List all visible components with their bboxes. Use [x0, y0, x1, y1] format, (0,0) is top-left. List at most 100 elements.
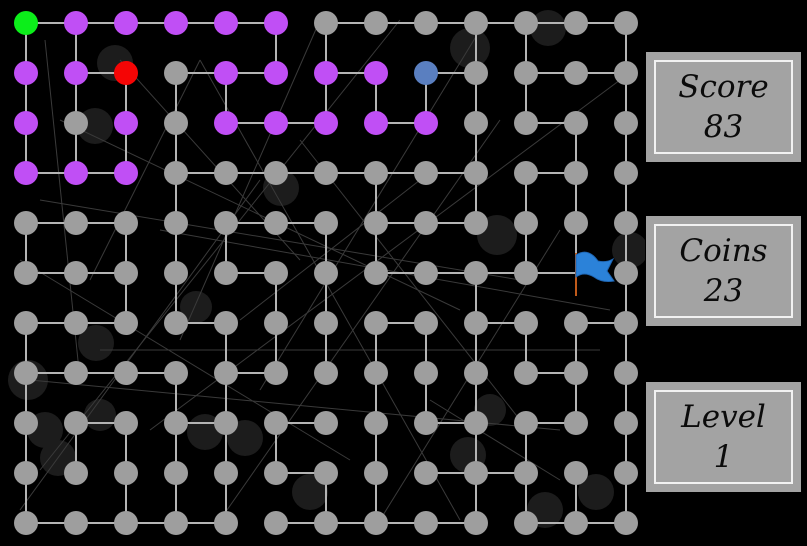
maze-node[interactable]: [614, 311, 638, 335]
start-node[interactable]: [14, 11, 38, 35]
path-node[interactable]: [264, 11, 288, 35]
maze-node[interactable]: [414, 361, 438, 385]
path-node[interactable]: [64, 161, 88, 185]
maze-node[interactable]: [64, 111, 88, 135]
maze-node[interactable]: [514, 211, 538, 235]
maze-node[interactable]: [364, 511, 388, 535]
path-node[interactable]: [114, 111, 138, 135]
path-node[interactable]: [114, 161, 138, 185]
path-node[interactable]: [64, 61, 88, 85]
maze-node[interactable]: [14, 411, 38, 435]
maze-node[interactable]: [114, 261, 138, 285]
maze-node[interactable]: [64, 261, 88, 285]
maze-node[interactable]: [114, 361, 138, 385]
maze-node[interactable]: [64, 211, 88, 235]
maze-node[interactable]: [264, 261, 288, 285]
maze-node[interactable]: [214, 261, 238, 285]
maze-node[interactable]: [214, 461, 238, 485]
maze-node[interactable]: [64, 511, 88, 535]
target-node[interactable]: [414, 61, 438, 85]
maze-node[interactable]: [564, 361, 588, 385]
path-node[interactable]: [14, 111, 38, 135]
maze-node[interactable]: [464, 261, 488, 285]
maze-node[interactable]: [264, 211, 288, 235]
maze-node[interactable]: [514, 261, 538, 285]
maze-node[interactable]: [614, 61, 638, 85]
maze-node[interactable]: [414, 211, 438, 235]
maze-node[interactable]: [264, 511, 288, 535]
maze-node[interactable]: [364, 11, 388, 35]
maze-node[interactable]: [164, 261, 188, 285]
maze-node[interactable]: [64, 361, 88, 385]
path-node[interactable]: [314, 111, 338, 135]
path-node[interactable]: [214, 61, 238, 85]
game-board[interactable]: [0, 0, 645, 546]
maze-node[interactable]: [564, 161, 588, 185]
maze-node[interactable]: [214, 211, 238, 235]
maze-node[interactable]: [614, 361, 638, 385]
maze-node[interactable]: [464, 111, 488, 135]
maze-node[interactable]: [214, 361, 238, 385]
maze-node[interactable]: [564, 511, 588, 535]
maze-node[interactable]: [364, 461, 388, 485]
maze-node[interactable]: [614, 511, 638, 535]
maze-node[interactable]: [414, 311, 438, 335]
maze-node[interactable]: [364, 161, 388, 185]
maze-node[interactable]: [114, 311, 138, 335]
maze-node[interactable]: [114, 411, 138, 435]
maze-node[interactable]: [264, 411, 288, 435]
maze-node[interactable]: [314, 461, 338, 485]
maze-node[interactable]: [614, 161, 638, 185]
maze-node[interactable]: [514, 61, 538, 85]
maze-node[interactable]: [64, 461, 88, 485]
maze-node[interactable]: [314, 261, 338, 285]
maze-node[interactable]: [314, 311, 338, 335]
maze-node[interactable]: [214, 161, 238, 185]
maze-node[interactable]: [314, 11, 338, 35]
maze-node[interactable]: [314, 211, 338, 235]
path-node[interactable]: [64, 11, 88, 35]
maze-node[interactable]: [514, 461, 538, 485]
maze-node[interactable]: [514, 311, 538, 335]
maze-node[interactable]: [114, 511, 138, 535]
path-node[interactable]: [164, 11, 188, 35]
maze-node[interactable]: [514, 161, 538, 185]
path-node[interactable]: [114, 11, 138, 35]
maze-node[interactable]: [164, 461, 188, 485]
maze-node[interactable]: [414, 511, 438, 535]
maze-node[interactable]: [514, 411, 538, 435]
maze-node[interactable]: [314, 511, 338, 535]
maze-node[interactable]: [64, 311, 88, 335]
maze-node[interactable]: [14, 461, 38, 485]
maze-node[interactable]: [564, 461, 588, 485]
maze-node[interactable]: [464, 311, 488, 335]
maze-node[interactable]: [414, 411, 438, 435]
maze-node[interactable]: [414, 11, 438, 35]
path-node[interactable]: [364, 111, 388, 135]
player-node[interactable]: [114, 61, 138, 85]
maze-nodes[interactable]: [14, 11, 638, 535]
maze-node[interactable]: [264, 161, 288, 185]
maze-node[interactable]: [464, 61, 488, 85]
path-node[interactable]: [414, 111, 438, 135]
maze-node[interactable]: [164, 161, 188, 185]
maze-node[interactable]: [314, 361, 338, 385]
maze-node[interactable]: [314, 411, 338, 435]
maze-node[interactable]: [614, 211, 638, 235]
maze-node[interactable]: [614, 11, 638, 35]
maze-node[interactable]: [614, 261, 638, 285]
maze-node[interactable]: [214, 511, 238, 535]
path-node[interactable]: [264, 111, 288, 135]
maze-node[interactable]: [14, 211, 38, 235]
maze-node[interactable]: [164, 111, 188, 135]
maze-node[interactable]: [564, 211, 588, 235]
maze-node[interactable]: [564, 11, 588, 35]
maze-node[interactable]: [214, 411, 238, 435]
maze-node[interactable]: [364, 361, 388, 385]
maze-node[interactable]: [514, 11, 538, 35]
maze-node[interactable]: [214, 311, 238, 335]
maze-node[interactable]: [614, 461, 638, 485]
maze-node[interactable]: [464, 211, 488, 235]
maze-node[interactable]: [564, 111, 588, 135]
maze-node[interactable]: [464, 161, 488, 185]
